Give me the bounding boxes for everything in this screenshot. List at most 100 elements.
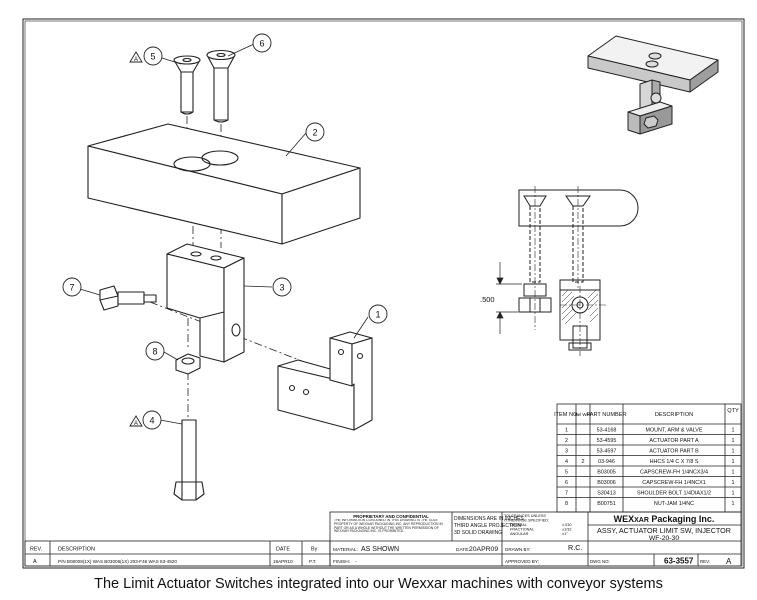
callout-8: 8 (152, 347, 157, 357)
drawing-title-line-2: WF-20-30 (649, 535, 679, 542)
callout-4: 4 (149, 416, 154, 426)
callout-1: 1 (375, 310, 380, 320)
revision-header-by: By (311, 547, 318, 553)
part-3-actuator-b (166, 243, 245, 363)
title-block-text: PROPRIETARY AND CONFIDENTIAL THE INFORMA… (30, 514, 732, 566)
drawing-border (22, 18, 745, 569)
section-view (496, 186, 639, 356)
bom-cell-qty: 1 (732, 438, 735, 444)
section-hatching (561, 289, 599, 325)
part-8-jam-nut (175, 353, 201, 375)
callout-6: 6 (259, 39, 264, 49)
material-value: AS SHOWN (361, 546, 399, 553)
tolerances-4: FRACTIONAL (510, 528, 534, 532)
company-name: WEXXAR Packaging Inc. (614, 514, 715, 524)
revision-date-value: 19APR10 (273, 559, 293, 564)
bom-cell-item: 6 (565, 480, 568, 486)
bom-cell-item: 8 (565, 501, 568, 507)
callout-leaders (79, 43, 369, 425)
bom-cell-desc: MOUNT, ARM & VALVE (645, 428, 702, 434)
bom-cell-desc: ACTUATOR PART B (649, 449, 699, 455)
finish-label: FINISH: (333, 559, 350, 565)
note-flag-a-top: A (134, 57, 138, 63)
bom-cell-desc: HHCS 1/4 C X 7/8 S (650, 459, 699, 465)
bom-header-part: PART NUMBER (586, 412, 626, 418)
revision-description-value: P/N B08008(1X) WAS B03006(1X) 203-F46 WA… (58, 559, 177, 564)
bom-cell-part: 53-4168 (597, 428, 617, 434)
date-label: DATE: (456, 547, 470, 553)
approved-by-label: APPROVED BY: (505, 559, 539, 564)
dimension-500 (496, 262, 522, 334)
rev-label: REV: (700, 559, 710, 564)
tolerances-5: ANGULAR (510, 532, 529, 536)
revision-header-description: DESCRIPTION (58, 547, 95, 553)
bom-cell-desc: CAPSCREW-FH 1/4NCX3/4 (640, 470, 708, 476)
bom-cell-item: 2 (565, 438, 568, 444)
dimensions-note-3: 3D SOLID DRAWING (454, 530, 502, 536)
callout-2: 2 (312, 128, 317, 138)
part-2-actuator-a (87, 123, 361, 245)
dwg-number: 63-3557 (664, 557, 694, 566)
bom-cell-bel: 2 (582, 459, 585, 465)
bom-cell-part: S30413 (597, 491, 616, 497)
bom-cell-part: 03-946 (598, 459, 615, 465)
revision-header-rev: REV. (30, 547, 42, 553)
bom-row: 7 S30413 SHOULDER BOLT 1/4DIAX1/2 1 (565, 491, 735, 497)
bom-cell-desc: CAPSCREW-FH 1/4NCX1 (642, 480, 705, 486)
revision-by-value: P.T. (309, 559, 316, 564)
part-4-hex-bolt (173, 419, 205, 501)
bom-cell-item: 7 (565, 491, 568, 497)
drawn-by-label: DRAWN BY: (505, 547, 531, 552)
bom-cell-part: B00751 (597, 501, 616, 507)
bom-headers: ITEM NO. Bel Wex PART NUMBER DESCRIPTION… (554, 408, 739, 418)
callout-7: 7 (69, 283, 74, 293)
figure-caption: The Limit Actuator Switches integrated i… (94, 576, 663, 592)
revision-rev-value: A (33, 559, 37, 565)
company-name-suffix: Packaging Inc. (649, 514, 715, 524)
dwg-label: DWG NO: (590, 559, 610, 564)
dimensions-note-1: DIMENSIONS ARE IN INCHES (454, 516, 524, 522)
bom-cell-desc: ACTUATOR PART A (649, 438, 699, 444)
proprietary-title: PROPRIETARY AND CONFIDENTIAL (353, 514, 429, 519)
bom-cell-desc: NUT-JAM 1/4NC (654, 501, 694, 507)
section-centerlines (534, 186, 606, 356)
bom-cell-part: B03005 (597, 470, 616, 476)
bom-row: 2 53-4595 ACTUATOR PART A 1 (565, 438, 735, 444)
bom-cell-part: B03006 (597, 480, 616, 486)
bom-cell-qty: 1 (732, 470, 735, 476)
bom-cell-desc: SHOULDER BOLT 1/4DIAX1/2 (637, 491, 711, 497)
bom-table (556, 403, 742, 513)
dimension-label: .500 (480, 295, 495, 304)
bom-cell-qty: 1 (732, 501, 735, 507)
revision-block (24, 540, 331, 567)
bom-cell-qty: 1 (732, 480, 735, 486)
part-5-capscrew (173, 55, 201, 115)
part-7-shoulder-bolt (99, 285, 157, 311)
callout-3: 3 (279, 283, 284, 293)
date-value: 20APR09 (469, 546, 498, 553)
bom-cell-qty: 1 (732, 491, 735, 497)
bom-cell-qty: 1 (732, 459, 735, 465)
finish-value: - (355, 559, 357, 565)
bom-cell-item: 4 (565, 459, 568, 465)
rev-value: A (726, 557, 732, 566)
tolerance-value-1: ±.030 (562, 523, 571, 527)
bom-row: 6 B03006 CAPSCREW-FH 1/4NCX1 1 (565, 480, 735, 486)
bom-header-desc: DESCRIPTION (655, 412, 693, 418)
bom-header-qty: QTY (727, 408, 739, 414)
material-label: MATERIAL: (333, 547, 358, 553)
bom-cell-part: 53-4595 (597, 438, 617, 444)
callout-balloons (62, 33, 388, 430)
callout-5: 5 (150, 52, 155, 62)
exploded-view (79, 43, 373, 501)
company-name-wex: WEX (614, 514, 635, 524)
bom-header-bel: Bel Wex (575, 412, 592, 417)
bom-cell-qty: 1 (732, 428, 735, 434)
assembled-iso-view (587, 35, 719, 135)
bom-cell-item: 3 (565, 449, 568, 455)
dimensions-note-2: THIRD ANGLE PROJECTION (454, 523, 521, 529)
